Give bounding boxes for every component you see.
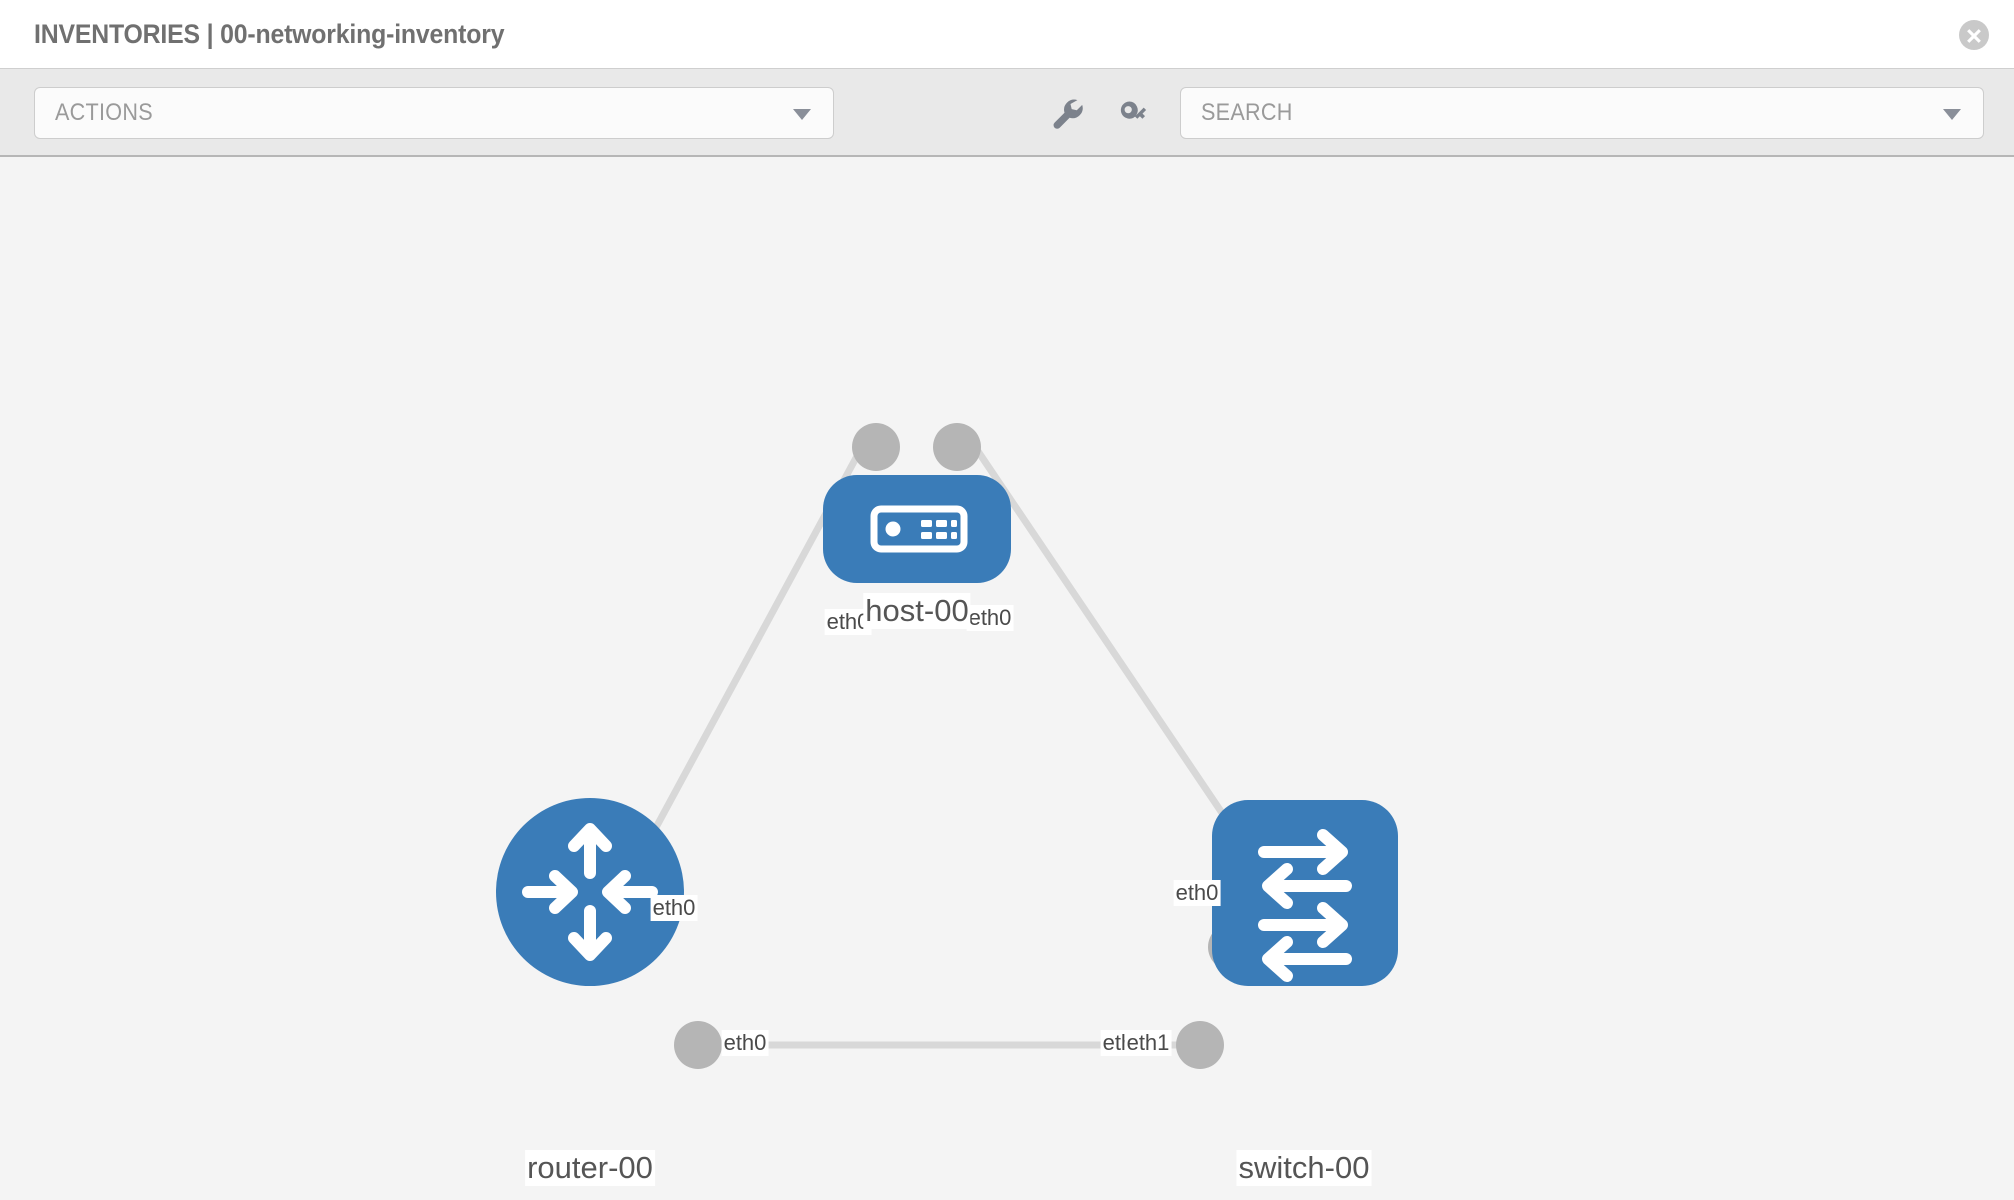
edge-label-switch00-up: eth0 xyxy=(1173,880,1221,906)
chevron-down-icon xyxy=(793,109,811,120)
page-header: INVENTORIES | 00-networking-inventory xyxy=(0,0,2014,68)
edge-label-router00-up: eth0 xyxy=(650,895,698,921)
server-icon xyxy=(870,505,968,553)
node-label-router-00: router-00 xyxy=(525,1150,655,1186)
node-router-00[interactable] xyxy=(496,798,684,986)
page-title: INVENTORIES | 00-networking-inventory xyxy=(34,18,505,49)
connector-host00-right xyxy=(933,423,981,471)
actions-dropdown[interactable]: ACTIONS xyxy=(34,87,834,139)
node-label-host-00: host-00 xyxy=(863,593,971,629)
router-arrows-icon xyxy=(522,823,658,961)
switch-arrows-icon xyxy=(1258,829,1352,982)
edge-host00-switch00 xyxy=(961,428,1249,851)
edge-label-host00-left: eth0 xyxy=(824,609,872,635)
edge-label-switch00-left-eth1: eth1 xyxy=(1124,1030,1172,1056)
topology-canvas[interactable]: eth0 eth0 eth0 eth0 eth0 eth0 eth1 host-… xyxy=(0,157,2014,1200)
node-host-00[interactable] xyxy=(823,475,1011,583)
node-label-switch-00: switch-00 xyxy=(1236,1150,1372,1186)
chevron-down-icon xyxy=(1943,109,1961,120)
search-placeholder: SEARCH xyxy=(1201,99,1293,126)
search-input[interactable]: SEARCH xyxy=(1180,87,1984,139)
close-icon[interactable] xyxy=(1959,20,1989,50)
topology-graph xyxy=(496,423,1398,1069)
node-switch-00[interactable] xyxy=(1212,800,1398,986)
actions-dropdown-label: ACTIONS xyxy=(55,99,153,126)
edge-label-host00-right: eth0 xyxy=(966,605,1014,631)
wrench-icon[interactable] xyxy=(1040,87,1092,139)
connector-switch00-left xyxy=(1176,1021,1224,1069)
toolbar: ACTIONS SEARCH xyxy=(0,68,2014,157)
connector-router00-right xyxy=(674,1021,722,1069)
connector-host00-left xyxy=(852,423,900,471)
edge-label-router00-right: eth0 xyxy=(721,1030,769,1056)
key-icon[interactable] xyxy=(1108,87,1160,139)
